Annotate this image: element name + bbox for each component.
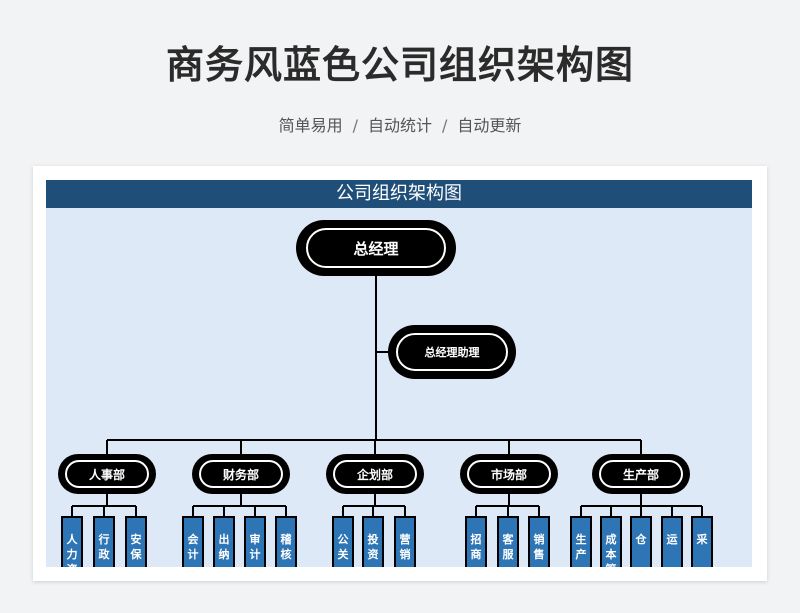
node-sub-unit: 运 (661, 516, 683, 567)
dept-label: 生产部 (599, 460, 683, 488)
dept-label: 财务部 (199, 460, 283, 488)
node-sub-unit: 公关 (332, 516, 354, 567)
org-chart-banner: 公司组织架构图 (46, 180, 752, 208)
org-chart-sheet: 公司组织架构图 (46, 180, 752, 567)
node-sub-unit: 营销 (394, 516, 416, 567)
node-ceo-label: 总经理 (306, 228, 446, 268)
node-dept-marketing: 市场部 (460, 454, 558, 494)
dept-label: 市场部 (467, 460, 551, 488)
node-sub-unit: 投资 (362, 516, 384, 567)
dept-label: 人事部 (65, 460, 149, 488)
dept-label: 企划部 (333, 460, 417, 488)
node-sub-unit: 安保 (125, 516, 147, 567)
node-dept-finance: 财务部 (192, 454, 290, 494)
node-sub-unit: 采 (691, 516, 713, 567)
node-sub-unit: 招商 (465, 516, 487, 567)
node-dept-hr: 人事部 (58, 454, 156, 494)
node-sub-unit: 稽核 (275, 516, 297, 567)
node-sub-unit: 生产 (570, 516, 592, 567)
node-dept-planning: 企划部 (326, 454, 424, 494)
subtitle-feature-1: 简单易用 (278, 116, 343, 135)
subtitle-separator: / (442, 116, 448, 135)
node-sub-unit: 人力资 (61, 516, 83, 567)
node-assistant: 总经理助理 (388, 325, 516, 379)
node-assistant-label: 总经理助理 (396, 333, 508, 371)
node-sub-unit: 销售 (528, 516, 550, 567)
node-sub-unit: 成本管 (600, 516, 622, 567)
node-sub-unit: 行政 (93, 516, 115, 567)
node-sub-unit: 仓 (630, 516, 652, 567)
page-title: 商务风蓝色公司组织架构图 (165, 43, 634, 87)
connector-lines (71, 276, 703, 516)
node-dept-production: 生产部 (592, 454, 690, 494)
subtitle-separator: / (352, 116, 358, 135)
subtitle-feature-2: 自动统计 (367, 116, 432, 135)
node-ceo: 总经理 (296, 220, 456, 276)
node-sub-unit: 会计 (182, 516, 204, 567)
subtitle-feature-3: 自动更新 (457, 116, 522, 135)
page-subtitle: 简单易用 / 自动统计 / 自动更新 (0, 112, 800, 136)
node-sub-unit: 客服 (497, 516, 519, 567)
node-sub-unit: 审计 (244, 516, 266, 567)
node-sub-unit: 出纳 (213, 516, 235, 567)
